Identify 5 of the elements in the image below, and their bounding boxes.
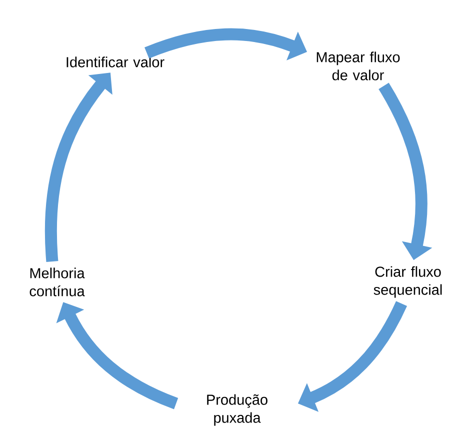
step-label: Mapear fluxo de valor (316, 52, 400, 80)
step-label: Melhoria contínua (30, 268, 85, 296)
step-label: Criar fluxo sequencial (374, 266, 442, 298)
step-label: Produção puxada (207, 394, 268, 426)
step-label: Identificar valor (66, 56, 164, 68)
